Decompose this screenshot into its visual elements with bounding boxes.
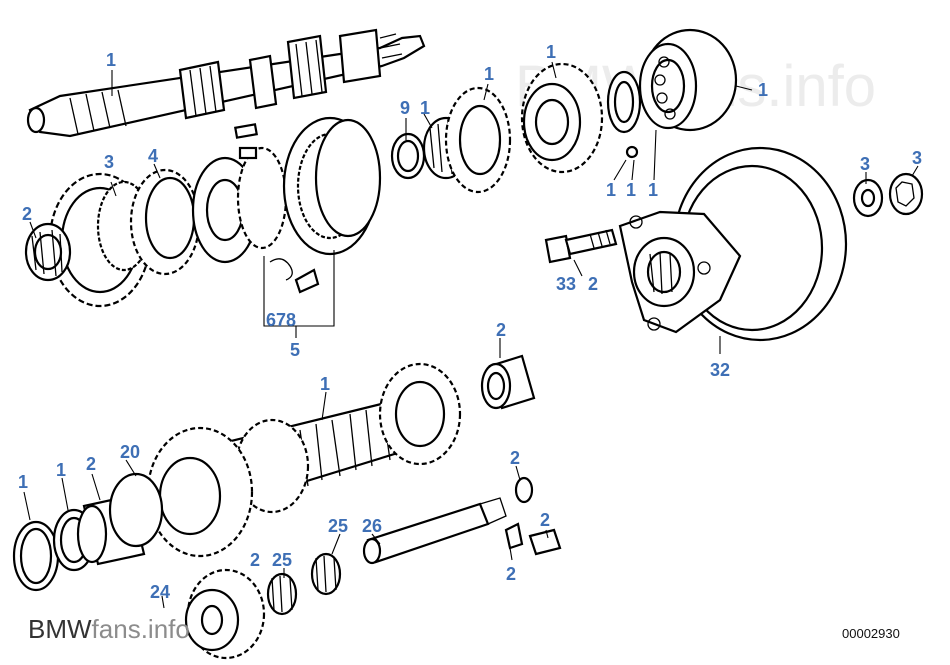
label-circlip-9: 9	[400, 98, 410, 118]
label-gear-3: 3	[104, 152, 114, 172]
label-main-shaft: 1	[106, 50, 116, 70]
main-shaft	[26, 28, 426, 138]
label-snap-1b: 1	[56, 460, 66, 480]
label-washer-3a: 3	[860, 154, 870, 174]
needle-cage-25a	[310, 552, 342, 596]
washer-3	[852, 172, 924, 218]
label-ring-1: 1	[606, 180, 616, 200]
label-ball-1: 1	[626, 180, 636, 200]
top-gear-1	[520, 62, 604, 174]
kit-bracket	[263, 250, 335, 327]
label-ring-20: 20	[120, 442, 140, 462]
leader-lines	[23, 61, 919, 609]
label-flange-32: 32	[710, 360, 730, 380]
label-needle-1: 1	[420, 98, 430, 118]
circlip-9	[390, 132, 426, 180]
brand-prefix: BMW	[28, 614, 92, 644]
synchro-ring-4	[129, 168, 201, 276]
brand-logo: BMWfans.info	[28, 614, 190, 644]
label-ring-4: 4	[148, 146, 158, 166]
gear-3-assembly	[24, 172, 152, 308]
label-gear-24: 24	[150, 582, 170, 602]
idler-shaft-26	[362, 497, 507, 565]
label-snap-1a: 1	[18, 472, 28, 492]
reverse-gear-24	[184, 568, 266, 660]
countershaft-1	[146, 362, 462, 558]
brand-suffix: fans.info	[92, 614, 190, 644]
label-spacer-2: 2	[86, 454, 96, 474]
bolt-33	[544, 228, 618, 264]
retaining-parts-2	[504, 476, 562, 556]
label-ball-bearing: 1	[758, 80, 768, 100]
label-shaft-26: 26	[362, 516, 382, 536]
callout-labels: 1 1 1 1 9 1 1 1 1 3 4 2 678 5 3 3 33 2 3…	[18, 42, 922, 602]
label-pin-2b: 2	[506, 564, 516, 584]
label-bearing-2: 2	[496, 320, 506, 340]
label-kit-5: 5	[290, 340, 300, 360]
label-race-1: 1	[648, 180, 658, 200]
label-countershaft: 1	[320, 374, 330, 394]
roller-bearing-2	[480, 354, 536, 410]
output-flange-32	[618, 146, 848, 342]
ball-1	[625, 145, 639, 159]
ball-bearing-1	[638, 28, 738, 132]
sliding-sleeve	[282, 116, 382, 256]
center-synchro	[422, 86, 512, 194]
ring-20	[108, 472, 164, 548]
label-synchro: 1	[484, 64, 494, 84]
thrust-ring-1	[606, 70, 642, 134]
label-pin-2a: 2	[540, 510, 550, 530]
label-gear-2: 2	[250, 550, 260, 570]
label-top-gear: 1	[546, 42, 556, 62]
label-cage-25a: 25	[328, 516, 348, 536]
drawing-number: 00002930	[842, 626, 900, 641]
label-kit-678: 678	[266, 310, 296, 330]
label-washer-3b: 3	[912, 148, 922, 168]
label-bolt-33: 33	[556, 274, 576, 294]
needle-cage-25b	[266, 572, 298, 616]
label-clip-2: 2	[510, 448, 520, 468]
label-needle-2: 2	[22, 204, 32, 224]
synchro-hub	[191, 123, 320, 294]
label-bolt-2: 2	[588, 274, 598, 294]
label-cage-25b: 25	[272, 550, 292, 570]
